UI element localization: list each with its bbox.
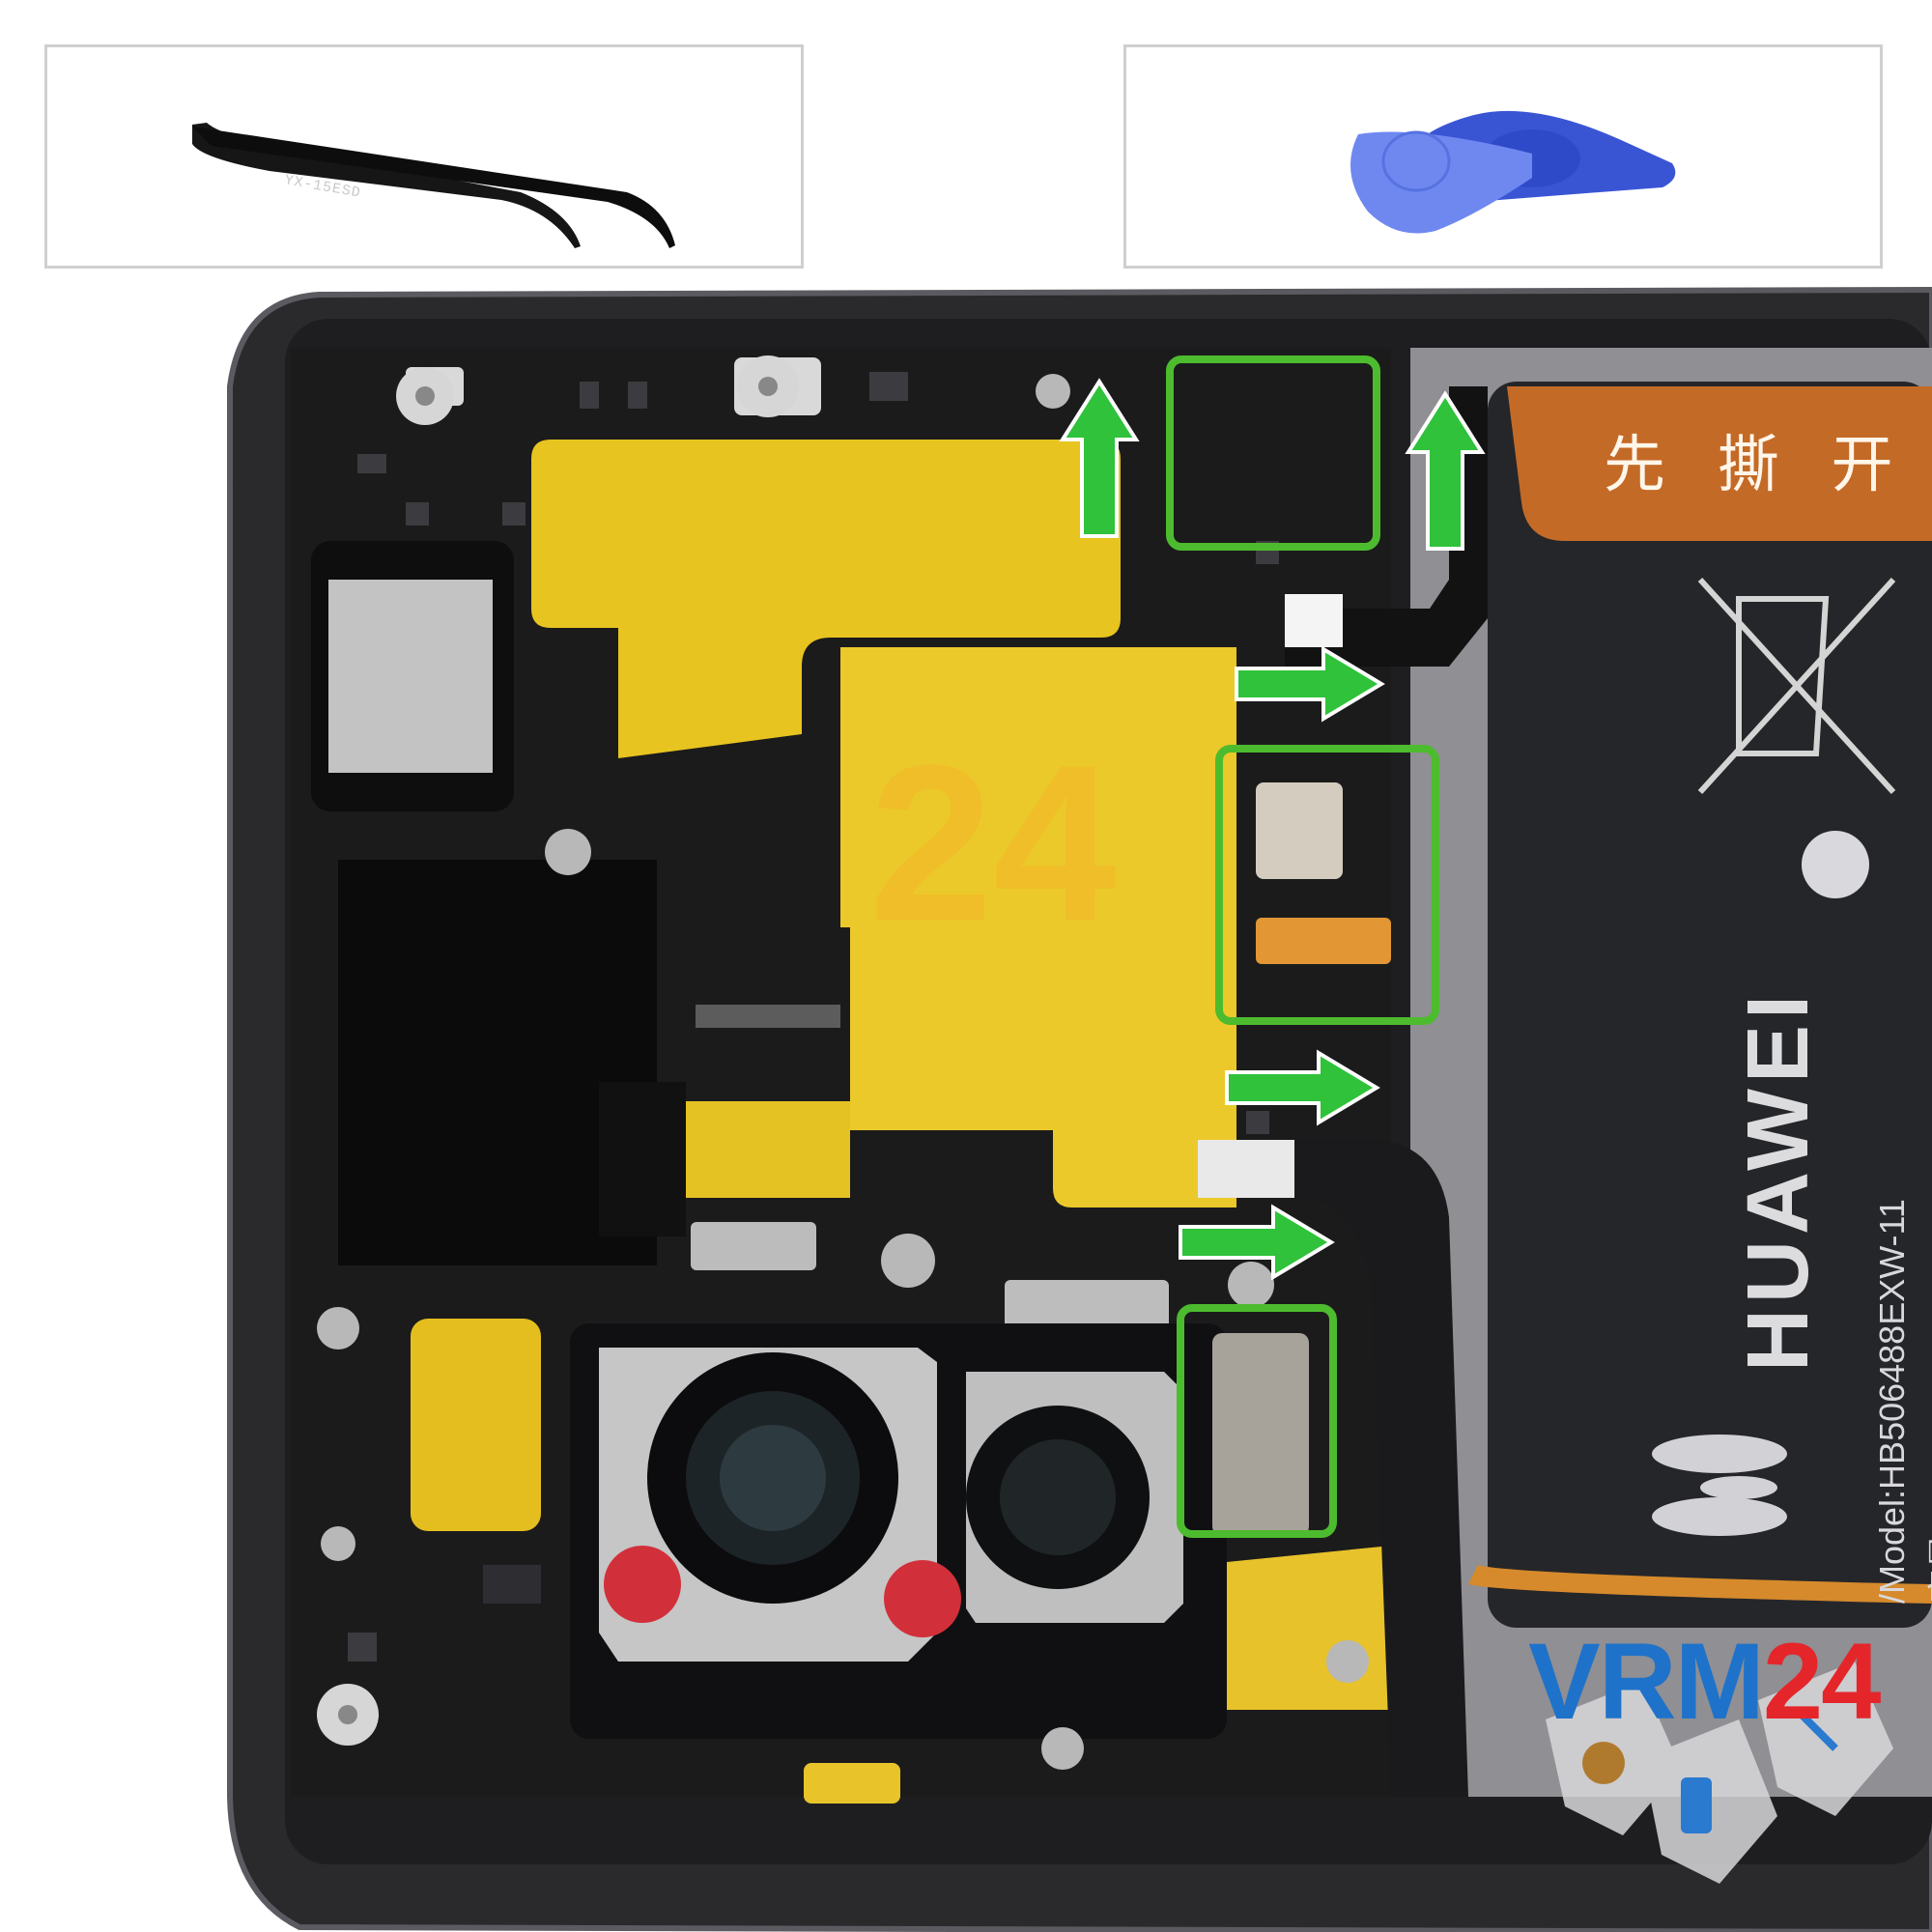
arrow-right-1 xyxy=(1235,645,1385,723)
secondary-camera-lens xyxy=(966,1406,1150,1589)
board-connector xyxy=(696,1005,840,1028)
vrm24-watermark: VRM24 xyxy=(1528,1619,1882,1744)
watermark-part-24: 24 xyxy=(1762,1621,1882,1742)
proximity-sensor xyxy=(1256,782,1343,879)
battery-bay xyxy=(1410,348,1932,1797)
ghost-watermark-text: 24 xyxy=(869,719,1117,967)
lower-left-yellow-shield xyxy=(411,1319,541,1531)
lower-flex-cable xyxy=(1265,1140,1468,1797)
arrow-right-2 xyxy=(1225,1049,1380,1126)
secondary-camera-plate xyxy=(966,1372,1183,1623)
lower-right-yellow-shield xyxy=(1198,1546,1391,1710)
battery-flex-cable xyxy=(1468,1565,1932,1604)
battery xyxy=(1488,382,1932,1628)
camera-bracket xyxy=(570,1323,1227,1739)
battery-tab-label: 先 撕 开 ① xyxy=(1604,430,1932,499)
earpiece-speaker xyxy=(311,541,514,811)
battery-dot xyxy=(1802,831,1869,898)
arrow-up-left xyxy=(1059,378,1140,538)
battery-model: /Model:HB506488EXW-11 xyxy=(1872,1199,1912,1604)
board-components xyxy=(348,357,1279,1665)
screws xyxy=(317,374,1369,1770)
main-camera-lens xyxy=(647,1352,898,1604)
sensor-connector-box xyxy=(1215,745,1439,1025)
antenna-connectors-box xyxy=(1166,355,1380,551)
upper-flex-cable xyxy=(1285,386,1488,667)
tweezers-tool-card: YX-15ESD xyxy=(44,44,804,269)
antenna-clips xyxy=(317,355,799,1746)
recycle-bin-icon xyxy=(1697,577,1896,795)
arrow-up-right xyxy=(1405,390,1486,551)
picks-tool-card: PX xyxy=(1123,44,1883,269)
black-tape xyxy=(338,860,657,1265)
watermark-part-vrm: VRM xyxy=(1528,1621,1765,1742)
phone-icon xyxy=(1681,1777,1712,1833)
motherboard xyxy=(290,348,1391,1797)
battery-capacity: 容量/Rated Capacity:5400mAh xyxy=(1925,1127,1932,1604)
loudspeaker-connector-module xyxy=(1212,1333,1309,1536)
battery-brand: HUAWEI xyxy=(1730,989,1827,1372)
huawei-logo-icon xyxy=(1652,1435,1787,1536)
main-camera-plate xyxy=(599,1348,937,1662)
opening-pick-icon xyxy=(1350,110,1676,234)
tweezers-icon xyxy=(192,123,675,248)
arrow-right-3 xyxy=(1179,1204,1335,1281)
lower-connector-box xyxy=(1177,1304,1337,1538)
gear-icon xyxy=(1582,1742,1625,1784)
upper-yellow-shield xyxy=(531,440,1121,758)
